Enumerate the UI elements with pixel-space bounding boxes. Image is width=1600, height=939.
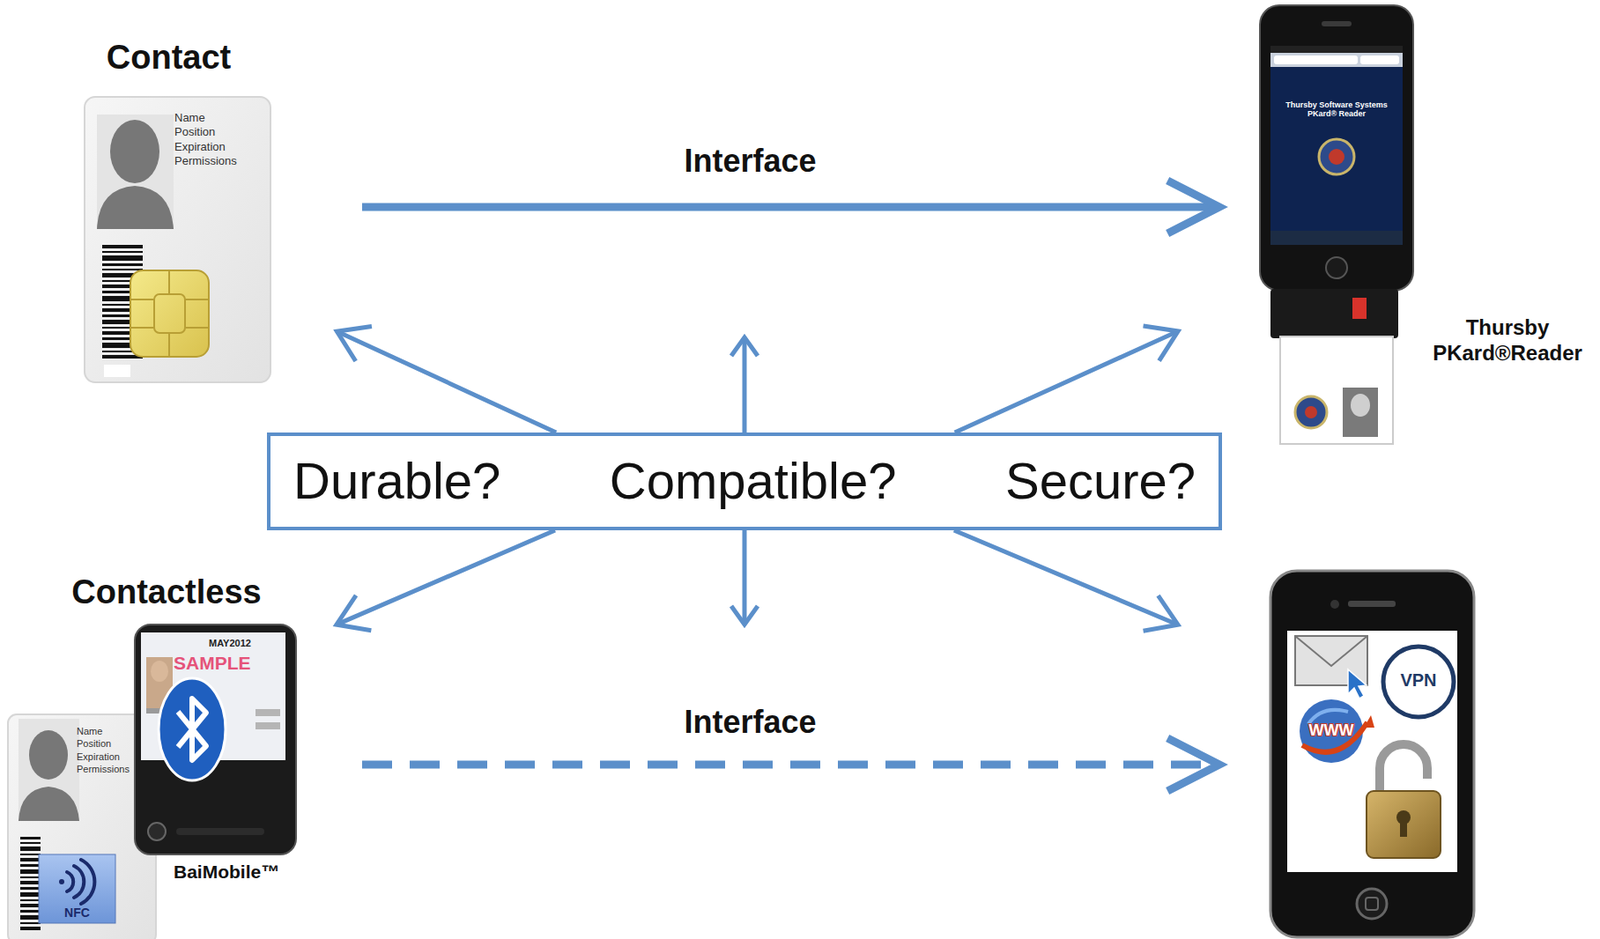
contactless-card: ContactlessName Position Expiration Perm… [7,714,156,939]
nfc-mark: NFC [38,905,116,920]
baimobile-reader: MAY2012SAMPLEBaiMobile™ [134,624,297,855]
arrow-head [336,595,371,631]
arrow-line [954,530,1177,624]
vpn-icon-text: VPN [1383,670,1454,691]
phone-reader: Thursby Software Systems PKard® ReaderTh… [1259,5,1414,445]
contact-card-art [84,96,271,383]
smartphone-art [1270,570,1475,938]
baimobile-device-art [134,624,297,855]
edge-label: Interface [683,703,816,741]
smartphone: VPN WWW [1270,570,1475,938]
arrow-line [955,332,1177,433]
screen-title: Thursby Software Systems PKard® Reader [1279,100,1394,119]
edge-label: Interface [683,142,816,180]
arrow-head [1167,180,1220,234]
arrow-line [339,332,557,433]
arrow-line [362,203,1216,212]
question-text: Durable? [293,451,501,512]
question-text: Secure? [1005,451,1196,512]
section-heading: Contactless [60,573,273,613]
card-field-list: Name Position Expiration Permissions [76,725,130,776]
www-icon-text: WWW [1296,721,1367,741]
arrow-line [338,530,556,624]
question-box: Durable? Compatible? Secure? [266,432,1223,531]
phone-with-reader-art [1259,5,1414,445]
dashed-arrow [362,761,1216,770]
contactless-card-art [7,714,156,939]
arrow-head [1143,325,1179,362]
sample-watermark: SAMPLE [173,652,252,675]
card-field-list: Name Position Expiration Permissions [174,111,238,169]
arrow-head [336,325,372,362]
card-date: MAY2012 [208,637,252,650]
arrow-head [1143,595,1178,631]
section-heading: Contact [66,38,271,78]
contact-card: ContactName Position Expiration Permissi… [84,96,271,383]
arrow-head [1167,738,1220,792]
question-text: Compatible? [609,451,897,512]
device-label: Thursby PKard®Reader [1423,315,1592,367]
device-label: BaiMobile™ [173,861,280,883]
